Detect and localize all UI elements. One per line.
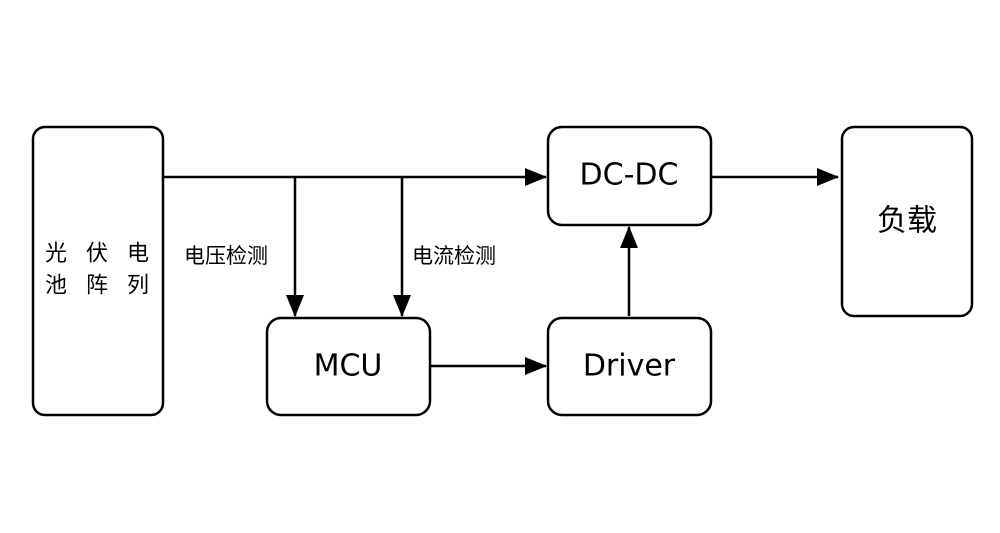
dcdc-label: DC-DC xyxy=(580,158,679,193)
pv-array-node: 光 伏 电 池 阵 列 xyxy=(31,125,165,417)
pv-array-label-line2: 池 阵 列 xyxy=(45,274,155,299)
pv-array-label-line1: 光 伏 电 xyxy=(45,242,155,267)
dcdc-node: DC-DC xyxy=(546,125,713,227)
driver-node: Driver xyxy=(546,316,713,417)
current-sense-label: 电流检测 xyxy=(412,244,496,268)
load-node: 负载 xyxy=(840,125,974,318)
driver-label: Driver xyxy=(583,349,676,384)
load-label: 负载 xyxy=(877,204,937,239)
mcu-node: MCU xyxy=(265,316,432,417)
mcu-label: MCU xyxy=(314,349,383,384)
voltage-sense-label: 电压检测 xyxy=(184,244,268,268)
